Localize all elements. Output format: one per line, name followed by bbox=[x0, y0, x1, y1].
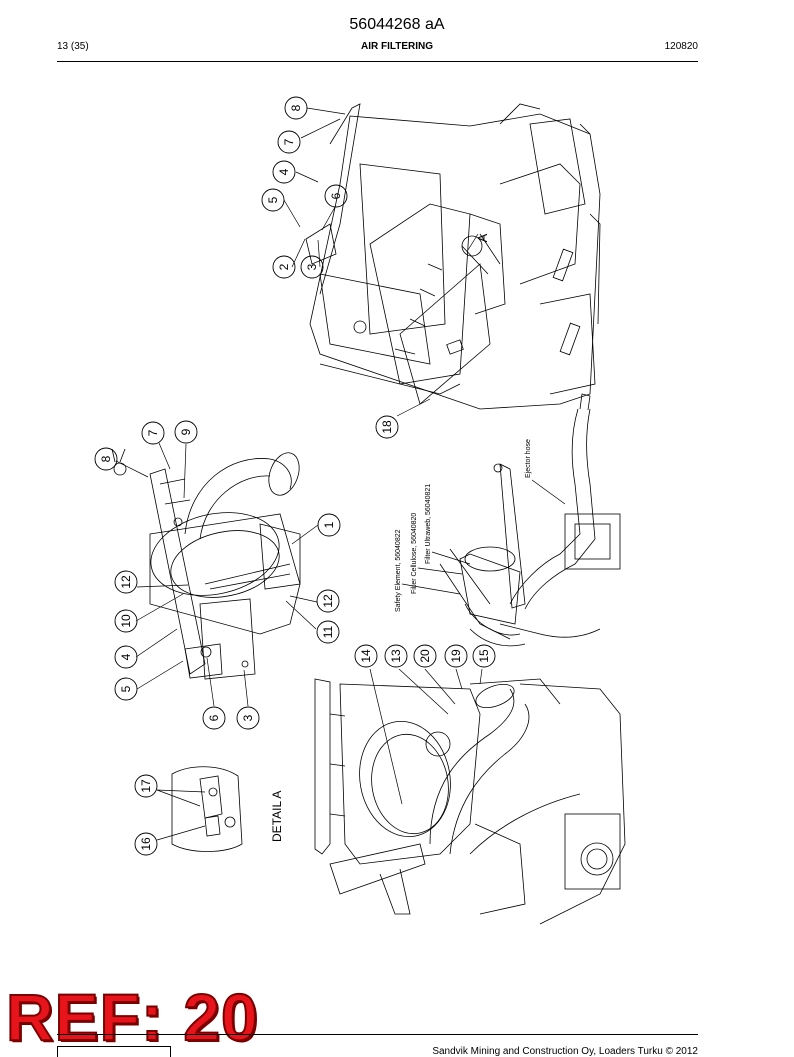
page-count: 13 (35) bbox=[57, 41, 89, 52]
label-filter-cellulose: Filter Cellulose, 56040820 bbox=[411, 513, 418, 594]
callout-top-8: 8 bbox=[289, 104, 303, 111]
footer-rule bbox=[57, 1034, 698, 1035]
detail-a-label: DETAIL A bbox=[270, 791, 284, 842]
callout-top-2: 2 bbox=[277, 263, 291, 270]
doc-number: 56044268 aA bbox=[349, 16, 445, 33]
detail-a-illustration bbox=[171, 766, 243, 852]
parts-drawing: 8 7 4 5 6 2 3 18 7 9 8 1 12 12 10 11 4 5… bbox=[94, 96, 626, 925]
section-title: AIR FILTERING bbox=[360, 41, 434, 52]
callout-low-15: 15 bbox=[477, 649, 491, 663]
callout-low-19: 19 bbox=[449, 649, 463, 663]
callout-mid-1: 1 bbox=[322, 521, 336, 528]
callout-low-16: 16 bbox=[139, 837, 153, 851]
filter-label-leaders bbox=[401, 479, 566, 595]
callout-mid-10: 10 bbox=[119, 614, 133, 628]
label-filter-ultraweb: Filter Ultraweb, 56040821 bbox=[425, 484, 432, 564]
callout-mid-12b: 12 bbox=[321, 594, 335, 608]
callout-top-7: 7 bbox=[282, 138, 296, 145]
view-marker-a: A bbox=[475, 233, 490, 242]
callout-labels: 8 7 4 5 6 2 3 18 7 9 8 1 12 12 10 11 4 5… bbox=[99, 104, 491, 850]
callout-top-4: 4 bbox=[277, 168, 291, 175]
footer-copyright: Sandvik Mining and Construction Oy, Load… bbox=[432, 1046, 698, 1057]
callout-low-17: 17 bbox=[139, 779, 153, 793]
callout-low-14: 14 bbox=[359, 649, 373, 663]
filter-section-illustration bbox=[439, 393, 621, 647]
middle-filter-illustration bbox=[111, 448, 301, 680]
doc-date: 120820 bbox=[664, 41, 698, 52]
detail-leaders bbox=[156, 789, 206, 841]
header-rule bbox=[57, 61, 698, 62]
callout-mid-7: 7 bbox=[146, 429, 160, 436]
label-safety-element: Safety Element, 56040822 bbox=[395, 529, 402, 612]
callout-low-13: 13 bbox=[389, 649, 403, 663]
callout-low-20: 20 bbox=[418, 649, 432, 663]
top-assembly-illustration bbox=[305, 103, 601, 410]
callout-mid-4: 4 bbox=[119, 653, 133, 660]
callout-mid-6: 6 bbox=[207, 714, 221, 721]
callout-top-5: 5 bbox=[266, 196, 280, 203]
middle-leaders bbox=[115, 442, 319, 707]
callout-mid-12a: 12 bbox=[119, 575, 133, 589]
callout-mid-5: 5 bbox=[119, 685, 133, 692]
ref-stamp: REF: 20 bbox=[5, 980, 259, 1054]
callout-mid-3: 3 bbox=[241, 714, 255, 721]
callout-mid-9: 9 bbox=[179, 428, 193, 435]
top-leaders bbox=[283, 107, 479, 417]
callout-mid-8: 8 bbox=[99, 455, 113, 462]
callout-top-18: 18 bbox=[380, 420, 394, 434]
lower-installation-illustration bbox=[314, 678, 626, 925]
callout-top-6: 6 bbox=[329, 192, 343, 199]
lower-leaders bbox=[369, 668, 483, 805]
callout-circles bbox=[94, 96, 496, 856]
callout-top-3: 3 bbox=[305, 263, 319, 270]
label-ejector-hose: Ejector hose bbox=[525, 439, 532, 478]
footer-logo bbox=[57, 1046, 171, 1057]
callout-mid-11: 11 bbox=[321, 625, 335, 638]
